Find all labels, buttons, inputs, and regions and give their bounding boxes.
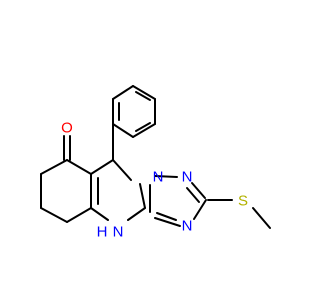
amine-nitrogen-label: N (113, 224, 124, 241)
bond (154, 175, 178, 178)
bond (40, 207, 68, 223)
double-bond-inner (135, 122, 151, 132)
bond (112, 123, 134, 138)
bond (90, 159, 114, 175)
double-bond-inner (156, 212, 177, 221)
bond (66, 207, 92, 223)
bond (154, 217, 181, 227)
bond (139, 183, 146, 209)
bond (112, 159, 132, 181)
nitrogen-label-triazole-bottom: N (182, 218, 193, 235)
bond (90, 207, 109, 221)
bond (132, 123, 156, 138)
nitrogen-label-triazole-top: N (153, 169, 164, 186)
bond (127, 207, 146, 221)
atom-labels: O N N N S N H (61, 120, 248, 241)
bond (132, 85, 156, 100)
bond (40, 159, 68, 175)
oxygen-label: O (61, 120, 73, 137)
phenyl-ring (112, 85, 156, 138)
central-ring (90, 123, 146, 221)
bond (252, 207, 271, 229)
sulfur-label: S (238, 193, 248, 210)
bond (112, 85, 134, 100)
double-bond-inner (186, 187, 200, 203)
bond (66, 159, 92, 175)
bond (193, 199, 207, 220)
double-bond (191, 182, 206, 199)
nitrogen-label-triazole-right: N (182, 169, 193, 186)
cyclohexanone-ring (40, 135, 92, 223)
molecule-diagram: O N N N S N H (40, 85, 271, 241)
double-bond-inner (135, 91, 151, 101)
methylthio-group (207, 199, 271, 229)
triazole-ring (149, 175, 207, 227)
amine-hydrogen-label: H (97, 224, 108, 241)
